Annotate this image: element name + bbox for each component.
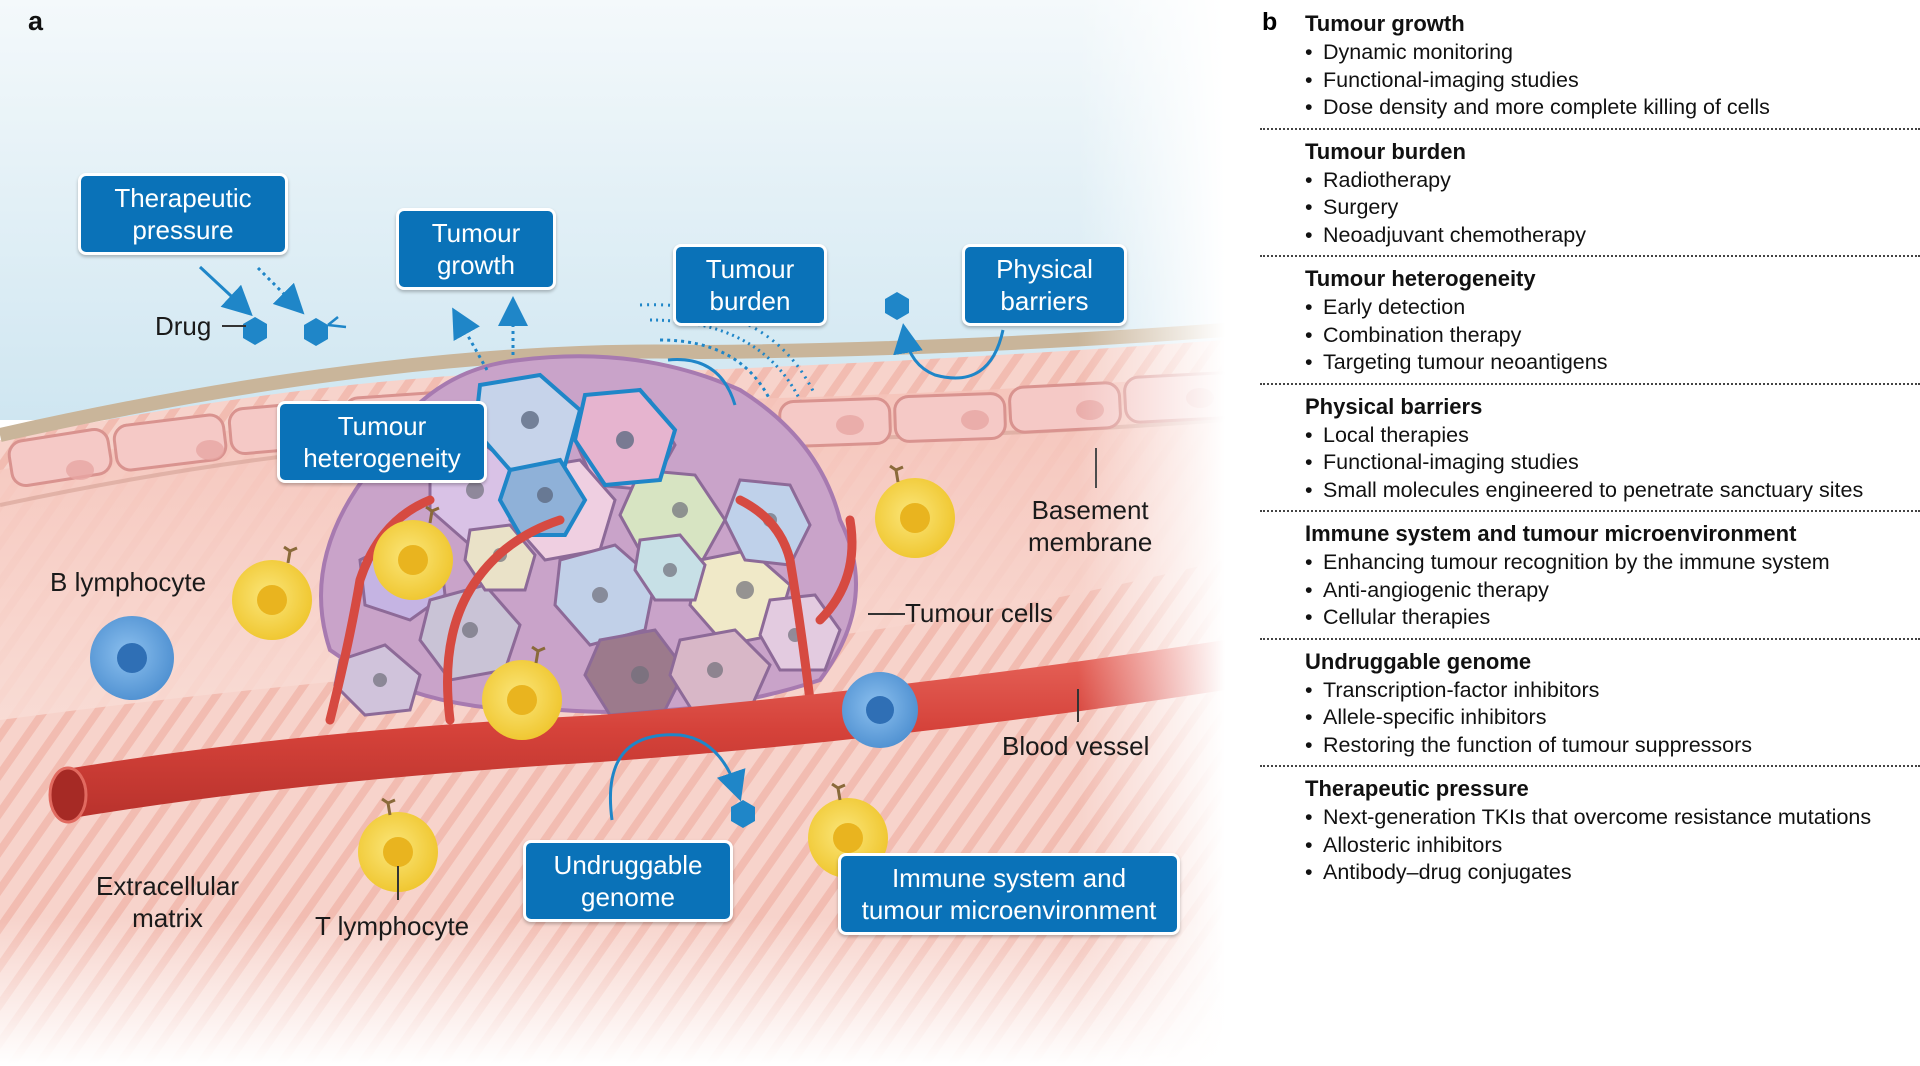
strategy-section: Therapeutic pressureNext-generation TKIs…: [1260, 775, 1920, 893]
strategy-item: Targeting tumour neoantigens: [1305, 349, 1920, 377]
strategy-list: Next-generation TKIs that overcome resis…: [1260, 804, 1920, 887]
strategy-item: Antibody–drug conjugates: [1305, 859, 1920, 887]
strategy-section: Tumour heterogeneityEarly detectionCombi…: [1260, 265, 1920, 385]
strategy-item: Allosteric inhibitors: [1305, 832, 1920, 860]
strategy-section-title: Tumour burden: [1305, 138, 1466, 164]
strategy-item: Restoring the function of tumour suppres…: [1305, 732, 1920, 760]
tumour-burden-text: Tumour burden: [705, 254, 795, 316]
strategy-section-title: Undruggable genome: [1305, 648, 1532, 674]
strategy-item: Early detection: [1305, 294, 1920, 322]
tumour-growth-box: Tumour growth: [396, 208, 556, 290]
strategy-section: Tumour burdenRadiotherapySurgeryNeoadjuv…: [1260, 138, 1920, 257]
therapeutic-pressure-text: Therapeutic pressure: [114, 183, 252, 245]
t-lymphocyte-label: T lymphocyte: [315, 911, 470, 941]
strategy-item: Next-generation TKIs that overcome resis…: [1305, 804, 1920, 832]
drug-label: Drug: [155, 311, 212, 341]
strategy-section-title: Tumour heterogeneity: [1305, 266, 1536, 291]
strategy-section-title: Tumour growth: [1305, 11, 1465, 36]
strategy-list: Transcription-factor inhibitorsAllele-sp…: [1260, 677, 1920, 760]
physical-barriers-text: Physical barriers: [996, 254, 1093, 316]
strategy-item: Dose density and more complete killing o…: [1305, 94, 1920, 122]
tumour-heterogeneity-text: Tumour heterogeneity: [303, 411, 461, 473]
strategy-item: Functional-imaging studies: [1305, 449, 1920, 477]
strategy-item: Transcription-factor inhibitors: [1305, 677, 1920, 705]
basement-membrane-label: Basement membrane: [1028, 495, 1153, 557]
strategy-list: Local therapiesFunctional-imaging studie…: [1260, 422, 1920, 505]
strategy-item: Cellular therapies: [1305, 604, 1920, 632]
b-lymphocyte-label: B lymphocyte: [50, 567, 207, 597]
strategy-section-title: Physical barriers: [1305, 393, 1483, 419]
strategy-item: Small molecules engineered to penetrate …: [1305, 477, 1920, 505]
strategy-list: Enhancing tumour recognition by the immu…: [1260, 549, 1920, 632]
immune-system-box: Immune system and tumour microenvironmen…: [838, 853, 1180, 935]
strategy-section-title: Therapeutic pressure: [1305, 776, 1529, 801]
strategy-item: Neoadjuvant chemotherapy: [1305, 222, 1920, 250]
strategy-list: RadiotherapySurgeryNeoadjuvant chemother…: [1260, 167, 1920, 250]
strategy-item: Local therapies: [1305, 422, 1920, 450]
strategy-item: Anti-angiogenic therapy: [1305, 577, 1920, 605]
blood-vessel-label: Blood vessel: [1002, 731, 1150, 761]
strategy-item: Combination therapy: [1305, 322, 1920, 350]
strategy-item: Enhancing tumour recognition by the immu…: [1305, 549, 1920, 577]
tumour-growth-text: Tumour growth: [431, 218, 521, 280]
panel-b-letter: b: [1262, 8, 1278, 36]
strategy-item: Dynamic monitoring: [1305, 39, 1920, 67]
strategy-item: Functional-imaging studies: [1305, 67, 1920, 95]
undruggable-genome-box: Undruggable genome: [523, 840, 733, 922]
strategy-list: Dynamic monitoringFunctional-imaging stu…: [1260, 39, 1920, 122]
therapeutic-pressure-box: Therapeutic pressure: [78, 173, 288, 255]
undruggable-genome-text: Undruggable genome: [553, 850, 703, 912]
strategy-list: Early detectionCombination therapyTarget…: [1260, 294, 1920, 377]
strategy-section: Immune system and tumour microenvironmen…: [1260, 520, 1920, 640]
extracellular-matrix-label: Extracellular matrix: [96, 871, 240, 933]
strategy-section: Tumour growthDynamic monitoringFunctiona…: [1260, 10, 1920, 130]
strategies-panel: Tumour growthDynamic monitoringFunctiona…: [1260, 10, 1920, 901]
strategy-section: Physical barriersLocal therapiesFunction…: [1260, 393, 1920, 512]
tumour-burden-box: Tumour burden: [673, 244, 827, 326]
physical-barriers-box: Physical barriers: [962, 244, 1127, 326]
tumour-cells-label: Tumour cells: [905, 598, 1053, 628]
strategy-section: Undruggable genomeTranscription-factor i…: [1260, 648, 1920, 767]
strategy-item: Radiotherapy: [1305, 167, 1920, 195]
immune-system-text: Immune system and tumour microenvironmen…: [861, 863, 1157, 925]
tumour-heterogeneity-box: Tumour heterogeneity: [277, 401, 487, 483]
strategy-section-title: Immune system and tumour microenvironmen…: [1305, 521, 1797, 546]
strategy-item: Surgery: [1305, 194, 1920, 222]
strategy-item: Allele-specific inhibitors: [1305, 704, 1920, 732]
panel-a-letter: a: [28, 6, 44, 36]
